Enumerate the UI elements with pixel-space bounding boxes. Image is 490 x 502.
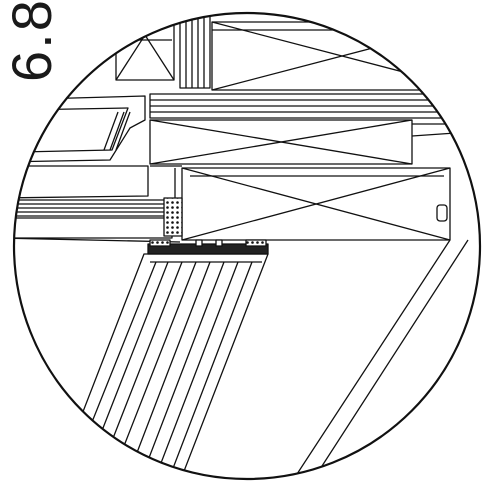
glazing-panel xyxy=(50,254,268,497)
header-timber xyxy=(116,0,472,90)
weather-seals xyxy=(148,198,268,254)
sash-rail xyxy=(150,166,450,240)
lintel-boards xyxy=(150,94,480,164)
detail-circle xyxy=(12,11,482,481)
detail-number: 6.8 xyxy=(0,0,63,82)
frame-slope xyxy=(282,240,468,497)
